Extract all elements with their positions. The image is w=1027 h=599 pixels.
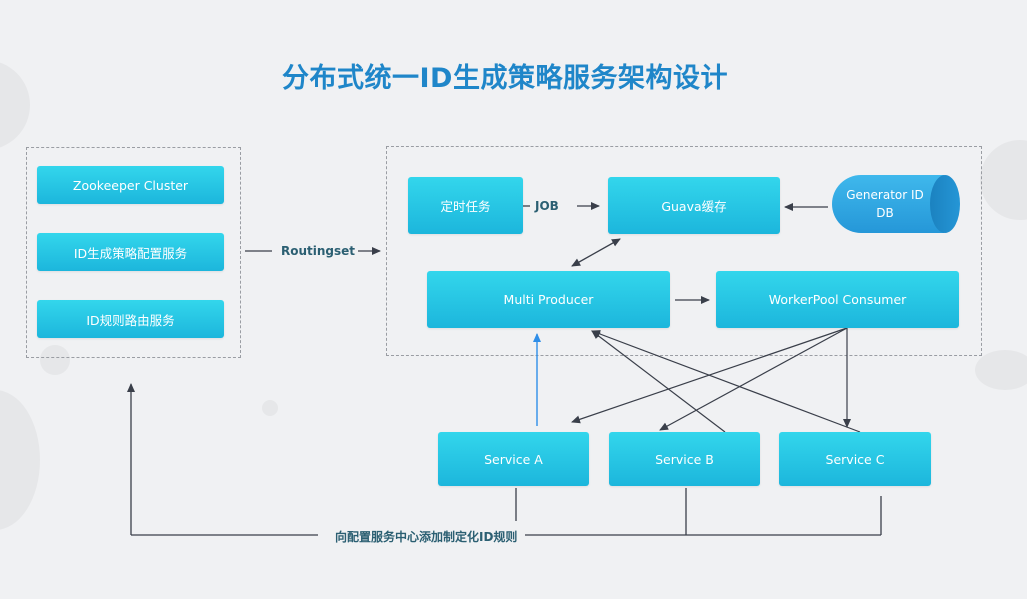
- service-b-node[interactable]: Service B: [609, 432, 760, 486]
- id-strategy-config-service-label: ID生成策略配置服务: [73, 245, 188, 261]
- background-decoration: [40, 345, 70, 375]
- zookeeper-cluster-label: Zookeeper Cluster: [72, 177, 189, 193]
- id-strategy-config-service-node[interactable]: ID生成策略配置服务: [37, 233, 224, 271]
- generator-id-db-label: Generator ID DB: [832, 175, 938, 233]
- multi-producer-label: Multi Producer: [503, 292, 594, 307]
- background-decoration: [262, 400, 278, 416]
- scheduled-task-node[interactable]: 定时任务: [408, 177, 523, 234]
- zookeeper-cluster-node[interactable]: Zookeeper Cluster: [37, 166, 224, 204]
- service-c-label: Service C: [825, 451, 885, 467]
- background-decoration: [975, 350, 1027, 390]
- service-c-to-producer-arrow: [591, 330, 861, 433]
- cache-producer-bidirectional-arrow: [571, 238, 621, 267]
- service-c-node[interactable]: Service C: [779, 432, 931, 486]
- generator-id-db[interactable]: Generator ID DB: [832, 175, 960, 233]
- service-a-label: Service A: [484, 451, 543, 467]
- consumer-to-service-b-arrow: [659, 327, 848, 431]
- config-services-group: [26, 147, 241, 358]
- page-title: 分布式统一ID生成策略服务架构设计: [282, 63, 728, 94]
- service-b-label: Service B: [655, 451, 714, 467]
- routingset-label: Routingset: [278, 244, 359, 258]
- consumer-to-service-a-arrow: [571, 327, 848, 424]
- generator-id-db-line2: DB: [876, 206, 894, 220]
- scheduled-task-label: 定时任务: [440, 199, 491, 214]
- job-label: JOB: [532, 199, 562, 213]
- database-icon: [930, 175, 960, 233]
- service-a-node[interactable]: Service A: [438, 432, 589, 486]
- workerpool-consumer-node[interactable]: WorkerPool Consumer: [716, 271, 959, 328]
- id-rule-routing-service-label: ID规则路由服务: [86, 312, 175, 328]
- multi-producer-node[interactable]: Multi Producer: [427, 271, 670, 328]
- guava-cache-node[interactable]: Guava缓存: [608, 177, 780, 234]
- service-b-to-producer-arrow: [591, 330, 726, 433]
- guava-cache-label: Guava缓存: [661, 199, 727, 214]
- generator-id-db-line1: Generator ID: [846, 188, 924, 202]
- id-generation-core-group: [386, 146, 982, 356]
- workerpool-consumer-label: WorkerPool Consumer: [768, 292, 907, 307]
- db-cylinder-body: [832, 175, 944, 233]
- id-rule-routing-service-node[interactable]: ID规则路由服务: [37, 300, 224, 338]
- feedback-label: 向配置服务中心添加制定化ID规则: [332, 528, 521, 545]
